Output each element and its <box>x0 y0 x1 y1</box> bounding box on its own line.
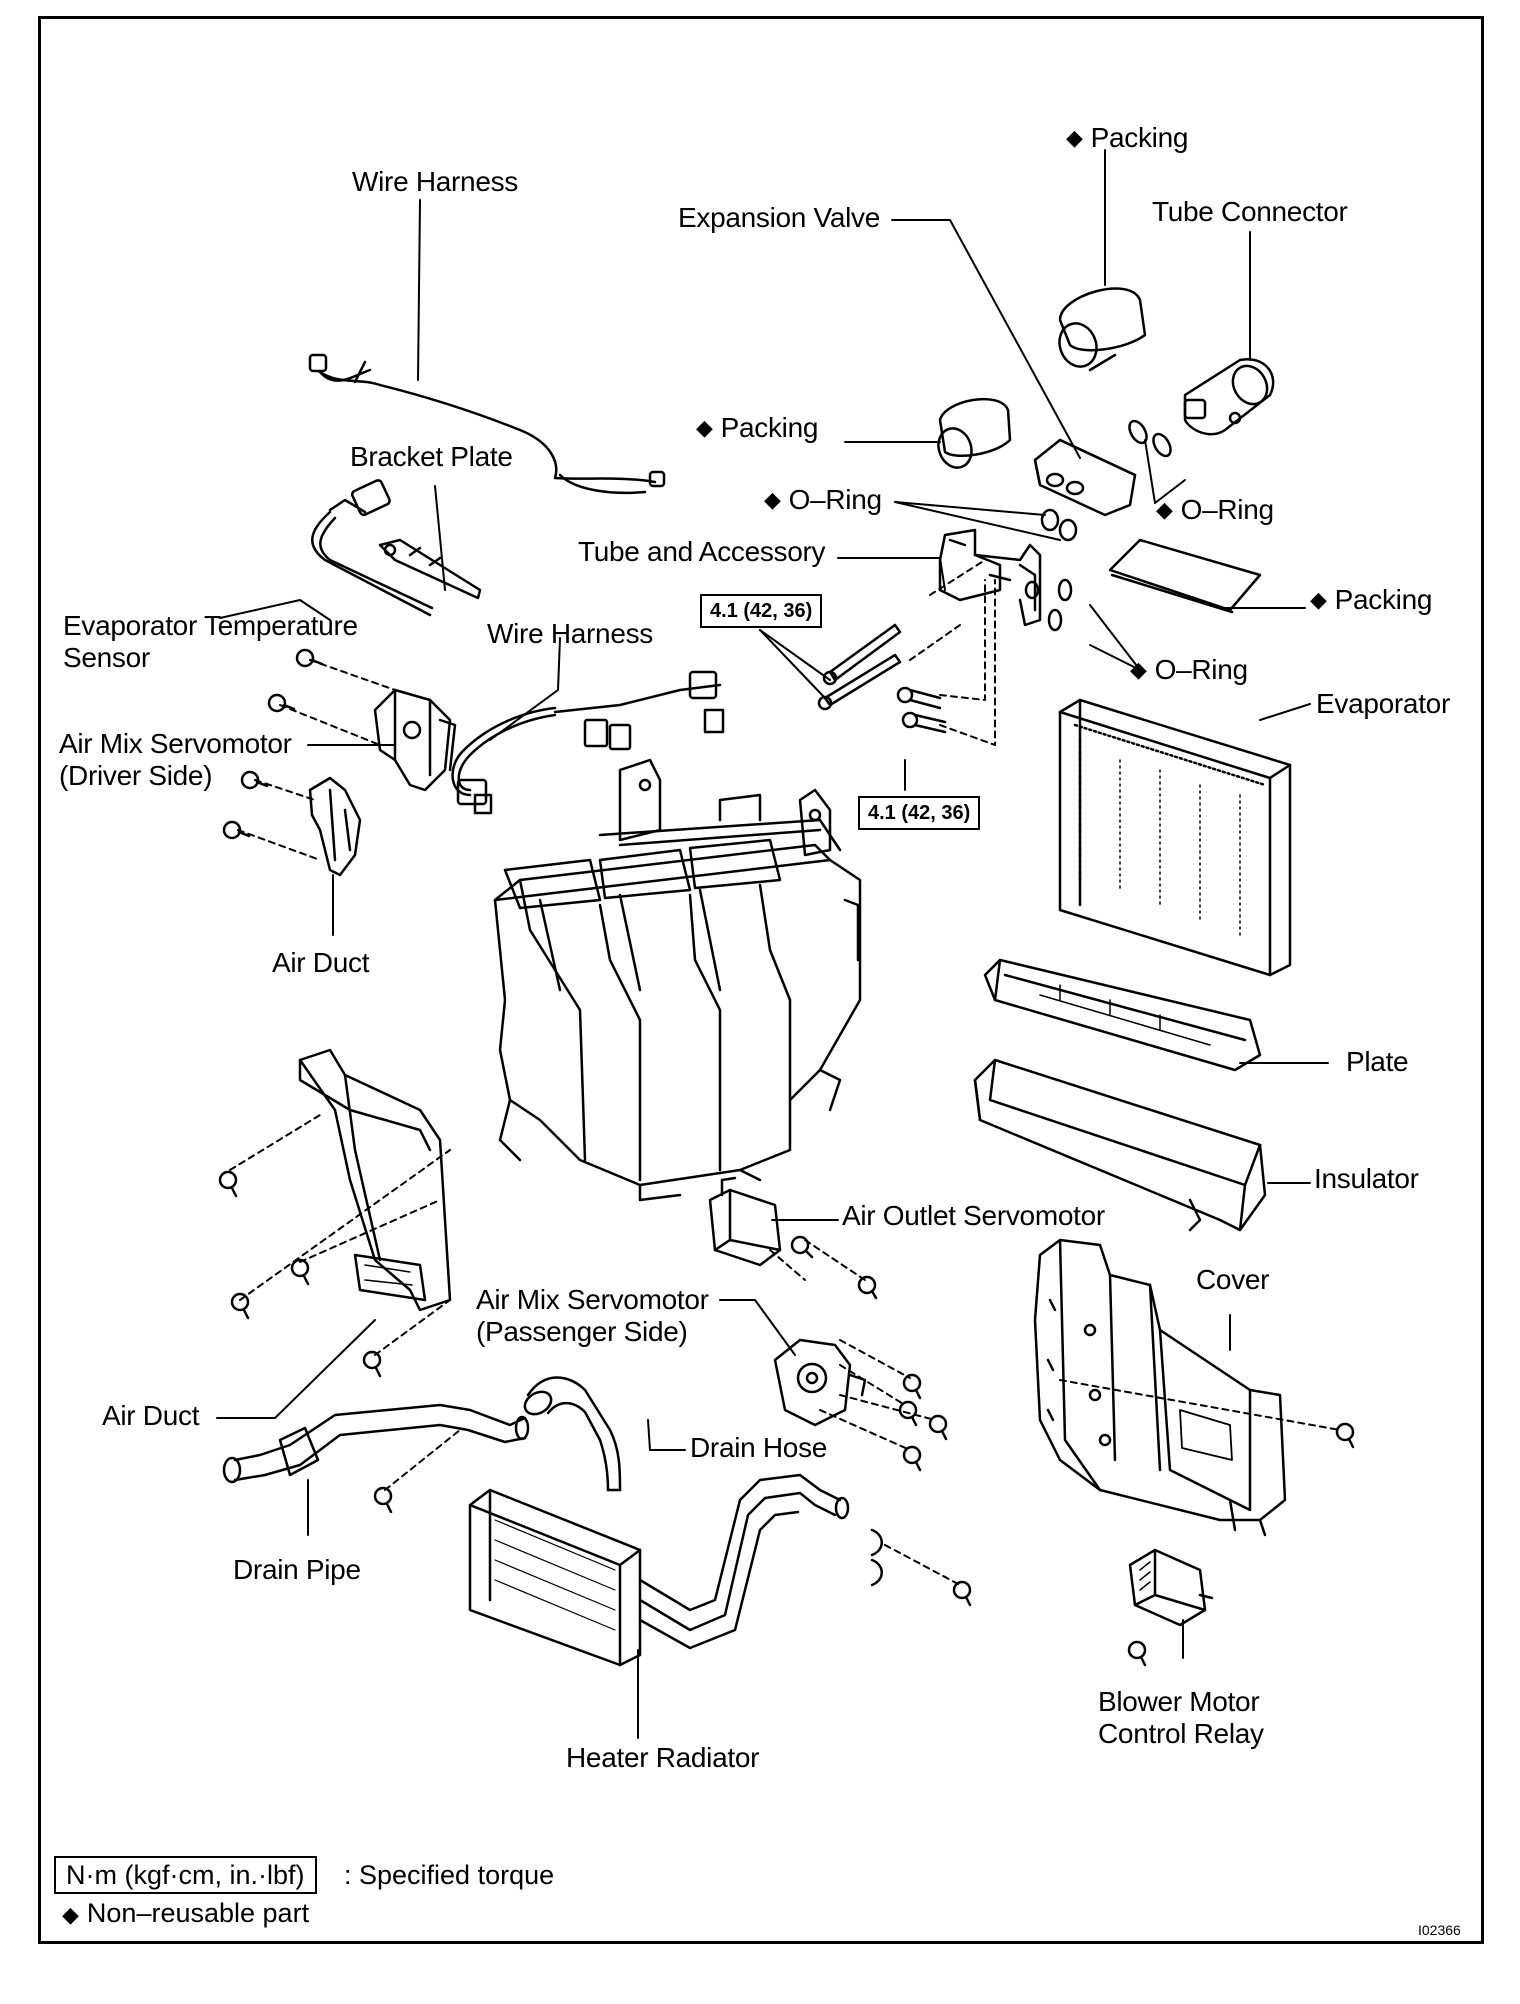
label-drain-pipe: Drain Pipe <box>233 1554 361 1585</box>
label-air-mix-servomotor-driver-line1: Air Mix Servomotor <box>59 728 292 759</box>
blower-motor-control-relay <box>1128 1548 1214 1627</box>
label-drain-hose: Drain Hose <box>690 1432 828 1463</box>
label-blower-motor-control-relay-line2: Control Relay <box>1098 1718 1264 1749</box>
evaporator-temperature-sensor <box>311 479 434 617</box>
air-duct-upper <box>308 776 362 877</box>
evaporator-core <box>1058 698 1292 977</box>
non-reusable-diamond-icon: ◆ <box>764 487 781 512</box>
non-reusable-diamond-icon: ◆ <box>1310 587 1327 612</box>
diagram-frame <box>38 16 1484 1944</box>
label-wire-harness-top: Wire Harness <box>352 166 518 197</box>
drain-pipe <box>222 1403 530 1484</box>
heater-unit-case <box>493 758 862 1202</box>
label-packing-top: ◆Packing <box>1066 122 1189 153</box>
heater-radiator <box>468 1473 850 1667</box>
label-tube-connector: Tube Connector <box>1152 196 1348 227</box>
bracket-plate <box>378 538 482 600</box>
label-air-mix-servomotor-passenger-line1: Air Mix Servomotor <box>476 1284 709 1315</box>
tube-connector <box>1183 357 1275 436</box>
expansion-valve <box>1033 438 1137 517</box>
wire-harness-top <box>308 353 666 495</box>
plate <box>983 958 1262 1072</box>
label-expansion-valve: Expansion Valve <box>678 202 881 233</box>
screws <box>218 648 1355 1667</box>
legend-non-reusable: ◆Non–reusable part <box>62 1898 310 1928</box>
non-reusable-diamond-icon: ◆ <box>696 415 713 440</box>
label-o-ring-lower: ◆O–Ring <box>1130 654 1248 685</box>
label-blower-motor-control-relay-line1: Blower Motor <box>1098 1686 1260 1717</box>
non-reusable-diamond-icon: ◆ <box>1066 125 1083 150</box>
non-reusable-diamond-icon: ◆ <box>1130 657 1147 682</box>
assembly-dashed-lines <box>229 559 1341 1586</box>
packing-mid <box>937 397 1012 469</box>
label-air-duct-lower: Air Duct <box>102 1400 200 1431</box>
label-cover: Cover <box>1196 1264 1270 1295</box>
leader-lines <box>216 149 1329 1739</box>
label-air-mix-servomotor-driver-line2: (Driver Side) <box>59 760 213 791</box>
air-duct-lower <box>298 1048 452 1312</box>
small-bolts <box>896 686 947 734</box>
label-air-duct-upper: Air Duct <box>272 947 370 978</box>
label-heater-radiator: Heater Radiator <box>566 1742 760 1773</box>
label-packing-right: ◆Packing <box>1310 584 1433 615</box>
air-outlet-servomotor <box>708 1176 782 1267</box>
figure-id: I02366 <box>1418 1922 1461 1938</box>
label-bracket-plate: Bracket Plate <box>350 441 513 472</box>
legend-torque-description: : Specified torque <box>344 1860 555 1890</box>
tube-and-accessory <box>938 528 1042 627</box>
legend-torque-units-box: N·m (kgf·cm, in.·lbf) <box>54 1856 317 1894</box>
torque-spec-lower: 4.1 (42, 36) <box>858 796 981 830</box>
packing-right <box>1108 538 1262 614</box>
label-evaporator-temperature-sensor-line1: Evaporator Temperature <box>63 610 358 641</box>
label-tube-and-accessory: Tube and Accessory <box>578 536 826 567</box>
non-reusable-diamond-icon: ◆ <box>62 1902 79 1927</box>
label-packing-mid: ◆Packing <box>696 412 819 443</box>
label-evaporator-temperature-sensor-line2: Sensor <box>63 642 150 673</box>
label-o-ring-left: ◆O–Ring <box>764 484 882 515</box>
insulator <box>973 1058 1267 1232</box>
wire-harness-mid <box>451 670 725 815</box>
packing-top <box>1058 287 1147 372</box>
non-reusable-diamond-icon: ◆ <box>1156 497 1173 522</box>
label-insulator: Insulator <box>1314 1163 1419 1194</box>
label-plate: Plate <box>1346 1046 1409 1077</box>
cover <box>1033 1238 1287 1537</box>
pipe-clamp <box>870 1528 883 1587</box>
air-mix-servomotor-passenger <box>773 1338 867 1427</box>
o-rings <box>1040 419 1172 632</box>
long-bolts <box>817 623 902 711</box>
label-air-outlet-servomotor: Air Outlet Servomotor <box>842 1200 1105 1231</box>
label-evaporator: Evaporator <box>1316 688 1450 719</box>
drain-hose <box>523 1376 622 1492</box>
label-o-ring-right: ◆O–Ring <box>1156 494 1274 525</box>
torque-spec-upper: 4.1 (42, 36) <box>700 594 823 628</box>
label-wire-harness-mid: Wire Harness <box>487 618 653 649</box>
label-air-mix-servomotor-passenger-line2: (Passenger Side) <box>476 1316 688 1347</box>
air-mix-servomotor-driver <box>373 688 457 792</box>
